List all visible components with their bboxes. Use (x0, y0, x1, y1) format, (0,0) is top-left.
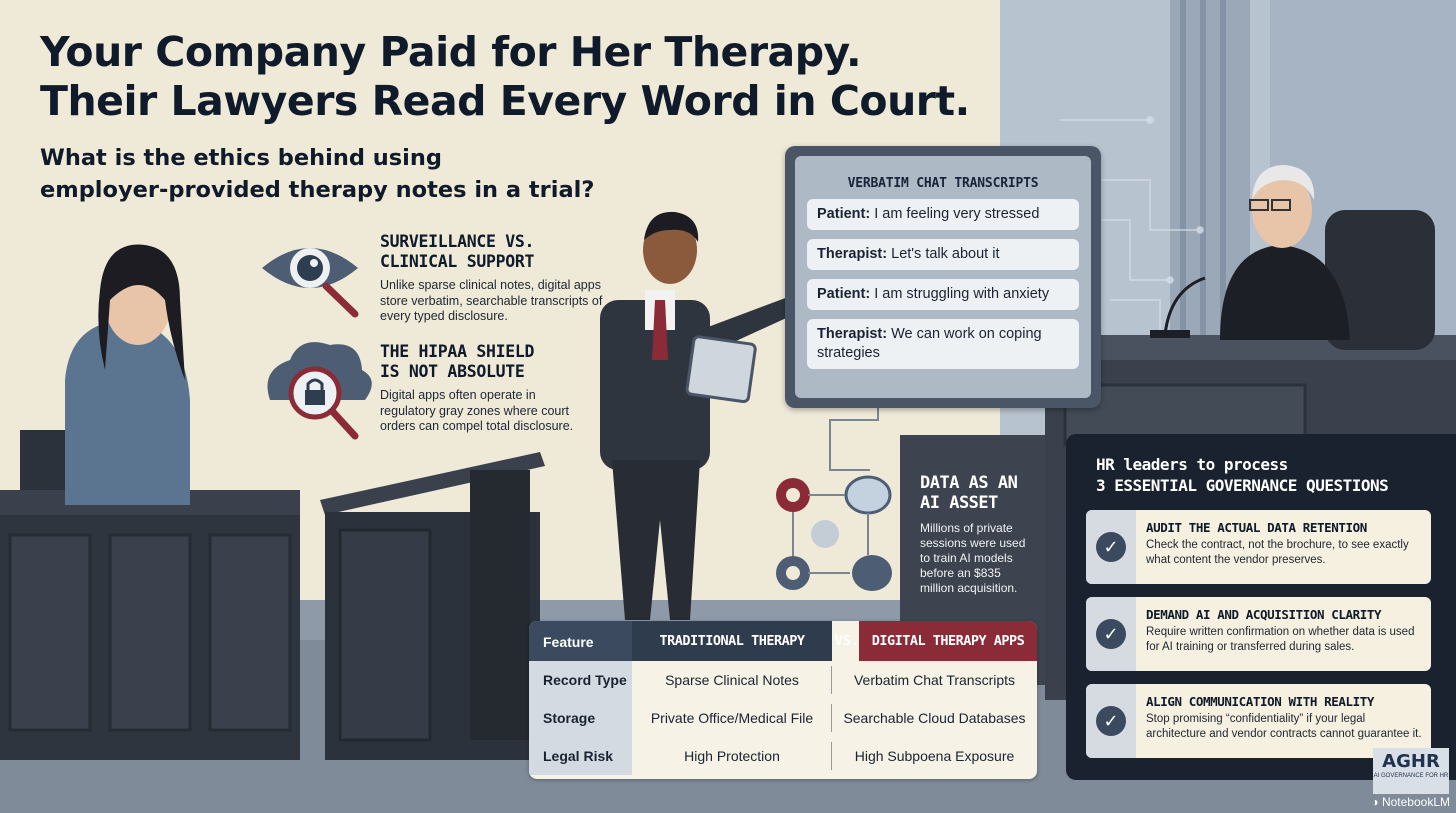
info-body: Digital apps often operate in regulatory… (380, 388, 574, 433)
chat-message: Therapist: We can work on coping strateg… (807, 319, 1079, 369)
watermark-text: NotebookLM (1381, 795, 1450, 809)
row-traditional: High Protection (684, 748, 780, 764)
divider (831, 666, 832, 694)
chat-title: VERBATIM CHAT TRANSCRIPTS (847, 176, 1039, 191)
info-point-hipaa: THE HIPAA SHIELD IS NOT ABSOLUTE Digital… (380, 342, 590, 435)
chat-text: Let's talk about it (891, 246, 1000, 262)
header-vs: VS. (834, 633, 860, 649)
governance-item: ✓ AUDIT THE ACTUAL DATA RETENTION Check … (1086, 510, 1431, 584)
row-digital: High Subpoena Exposure (854, 748, 1015, 764)
ai-title-line-2: AI ASSET (920, 493, 998, 513)
info-title: SURVEILLANCE VS. CLINICAL SUPPORT (380, 232, 610, 272)
info-body: Unlike sparse clinical notes, digital ap… (380, 278, 603, 323)
header-feature: Feature (529, 621, 632, 661)
cloud-lock-icon (267, 342, 372, 440)
governance-item-title: AUDIT THE ACTUAL DATA RETENTION (1146, 520, 1367, 535)
chat-message: Patient: I am feeling very stressed (807, 199, 1079, 230)
divider (831, 742, 832, 770)
row-feature: Storage (529, 699, 632, 737)
row-digital: Verbatim Chat Transcripts (853, 672, 1016, 688)
table-row: Storage Private Office/Medical File Sear… (529, 699, 1037, 737)
chat-speaker: Therapist: (817, 246, 888, 262)
subtitle-line-1: What is the ethics behind using (40, 145, 443, 171)
table-row: Record Type Sparse Clinical Notes Verbat… (529, 661, 1037, 699)
page-title: Your Company Paid for Her Therapy. Their… (40, 28, 1040, 126)
aghr-logo: AGHR AI GOVERNANCE FOR HR (1373, 748, 1449, 794)
ai-asset-panel: DATA AS AN AI ASSET Millions of private … (906, 455, 1046, 625)
gear-brain-icon (776, 475, 892, 591)
info-title-line-1: THE HIPAA SHIELD (380, 342, 535, 361)
title-line-2: Their Lawyers Read Every Word in Court. (40, 77, 970, 125)
chat-message: Patient: I am struggling with anxiety (807, 279, 1079, 310)
chat-screen: VERBATIM CHAT TRANSCRIPTS Patient: I am … (795, 156, 1091, 398)
header-traditional: TRADITIONAL THERAPY (632, 621, 832, 661)
table-row: Legal Risk High Protection High Subpoena… (529, 737, 1037, 775)
governance-heading: HR leaders to process 3 ESSENTIAL GOVERN… (1096, 454, 1436, 496)
row-traditional: Private Office/Medical File (650, 710, 814, 726)
notebooklm-watermark: ◑ NotebookLM (1350, 795, 1454, 813)
watermark-icon: ◑ (1371, 795, 1382, 809)
comparison-header: Feature TRADITIONAL THERAPY DIGITAL THER… (529, 621, 1037, 661)
info-title-line-2: IS NOT ABSOLUTE (380, 362, 525, 381)
governance-heading-line-2: 3 ESSENTIAL GOVERNANCE QUESTIONS (1096, 476, 1389, 495)
governance-item: ✓ ALIGN COMMUNICATION WITH REALITY Stop … (1086, 684, 1431, 758)
ai-asset-title: DATA AS AN AI ASSET (920, 473, 1032, 513)
chat-text: I am feeling very stressed (874, 206, 1040, 222)
check-icon: ✓ (1086, 684, 1136, 758)
chat-text: I am struggling with anxiety (874, 286, 1050, 302)
governance-item-title: ALIGN COMMUNICATION WITH REALITY (1146, 694, 1375, 709)
row-feature: Legal Risk (529, 737, 632, 775)
header-digital: DIGITAL THERAPY APPS (859, 621, 1037, 661)
logo-text: AGHR (1382, 751, 1440, 772)
row-digital: Searchable Cloud Databases (843, 710, 1026, 726)
info-title-line-1: SURVEILLANCE VS. (380, 232, 535, 251)
info-title: THE HIPAA SHIELD IS NOT ABSOLUTE (380, 342, 590, 382)
chat-speaker: Patient: (817, 206, 871, 222)
governance-item-body: Check the contract, not the brochure, to… (1146, 539, 1409, 566)
row-feature: Record Type (529, 661, 632, 699)
row-traditional: Sparse Clinical Notes (665, 672, 799, 688)
divider (831, 704, 832, 732)
subtitle: What is the ethics behind using employer… (40, 142, 740, 206)
chat-speaker: Patient: (817, 286, 871, 302)
chat-transcript-monitor: VERBATIM CHAT TRANSCRIPTS Patient: I am … (785, 146, 1101, 408)
ai-title-line-1: DATA AS AN (920, 473, 1018, 493)
governance-item: ✓ DEMAND AI AND ACQUISITION CLARITY Requ… (1086, 597, 1431, 671)
governance-item-title: DEMAND AI AND ACQUISITION CLARITY (1146, 607, 1382, 622)
governance-panel: HR leaders to process 3 ESSENTIAL GOVERN… (1066, 434, 1456, 780)
title-line-1: Your Company Paid for Her Therapy. (40, 28, 862, 76)
chat-speaker: Therapist: (817, 326, 888, 342)
subtitle-line-2: employer-provided therapy notes in a tri… (40, 177, 595, 203)
info-title-line-2: CLINICAL SUPPORT (380, 252, 535, 271)
info-point-surveillance: SURVEILLANCE VS. CLINICAL SUPPORT Unlike… (380, 232, 610, 325)
chat-text: We can work on coping strategies (817, 326, 1042, 361)
ai-asset-body: Millions of private sessions were used t… (920, 521, 1026, 595)
governance-heading-line-1: HR leaders to process (1096, 455, 1288, 474)
governance-item-body: Require written confirmation on whether … (1146, 626, 1415, 653)
check-icon: ✓ (1086, 510, 1136, 584)
comparison-table: Feature TRADITIONAL THERAPY DIGITAL THER… (529, 621, 1037, 779)
chat-message: Therapist: Let's talk about it (807, 239, 1079, 270)
eye-magnifier-icon (262, 248, 359, 318)
check-icon: ✓ (1086, 597, 1136, 671)
logo-tagline: AI GOVERNANCE FOR HR (1373, 773, 1449, 779)
governance-item-body: Stop promising “confidentiality” if your… (1146, 713, 1422, 740)
